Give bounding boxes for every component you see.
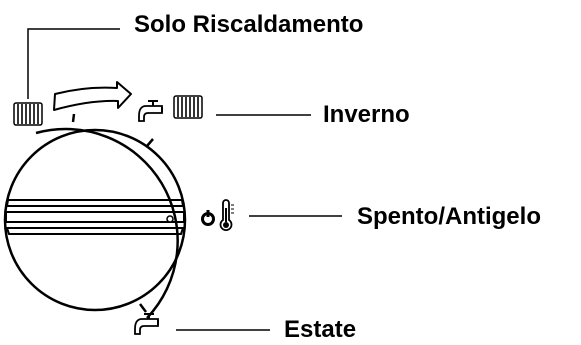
faucet-icon [134, 313, 159, 335]
radiator-icon [13, 102, 43, 126]
label-estate: Estate [284, 316, 357, 343]
rotation-arrow-icon [53, 81, 132, 111]
power-icon [201, 210, 215, 226]
selector-knob [3, 128, 187, 312]
scale-tick [71, 113, 76, 123]
leader-solo-riscaldamento [27, 28, 120, 99]
scale-tick [146, 138, 154, 147]
faucet-icon [138, 100, 163, 122]
knob-indicator [166, 215, 174, 223]
radiator-icon [173, 95, 203, 119]
scale-arc [35, 127, 179, 319]
scale-tick [139, 303, 147, 313]
label-solo-riscaldamento: Solo Riscaldamento [134, 11, 364, 38]
label-inverno: Inverno [323, 101, 410, 128]
label-spento-antigelo: Spento/Antigelo [357, 203, 541, 230]
thermometer-icon [219, 199, 234, 231]
